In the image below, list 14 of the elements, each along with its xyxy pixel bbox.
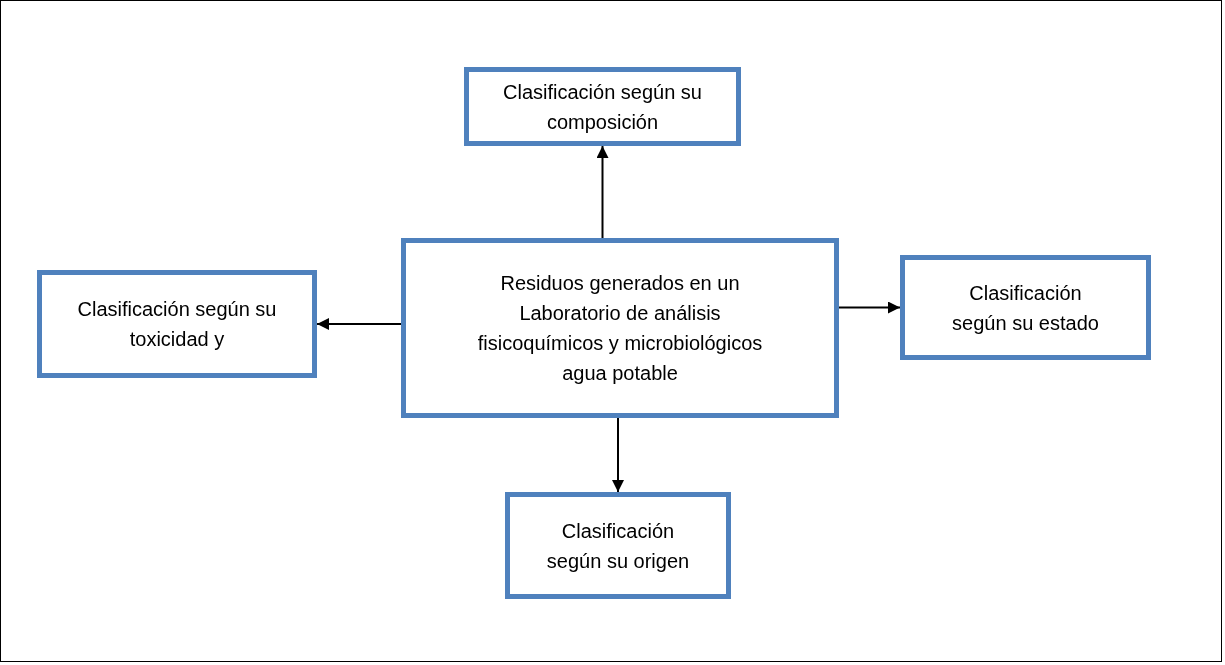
process-box: [401, 238, 839, 418]
process-box: [464, 67, 741, 146]
box-label: Clasificación según su toxicidad y: [76, 297, 278, 352]
box-label: Residuos generados en un Laboratorio de análisis fisicoquímicos y microbiológicos agua potable: [476, 271, 764, 386]
box-label: Clasificación según su origen: [545, 518, 691, 574]
process-box: [505, 492, 731, 599]
box-label: Clasificación según su estado: [951, 280, 1100, 336]
arrow: [838, 301, 901, 314]
arrow: [316, 318, 402, 330]
box-label: Clasificación según su composición: [502, 79, 703, 135]
process-box: [900, 255, 1151, 360]
process-box: [37, 270, 317, 378]
arrow: [596, 145, 609, 239]
arrow: [612, 417, 624, 493]
